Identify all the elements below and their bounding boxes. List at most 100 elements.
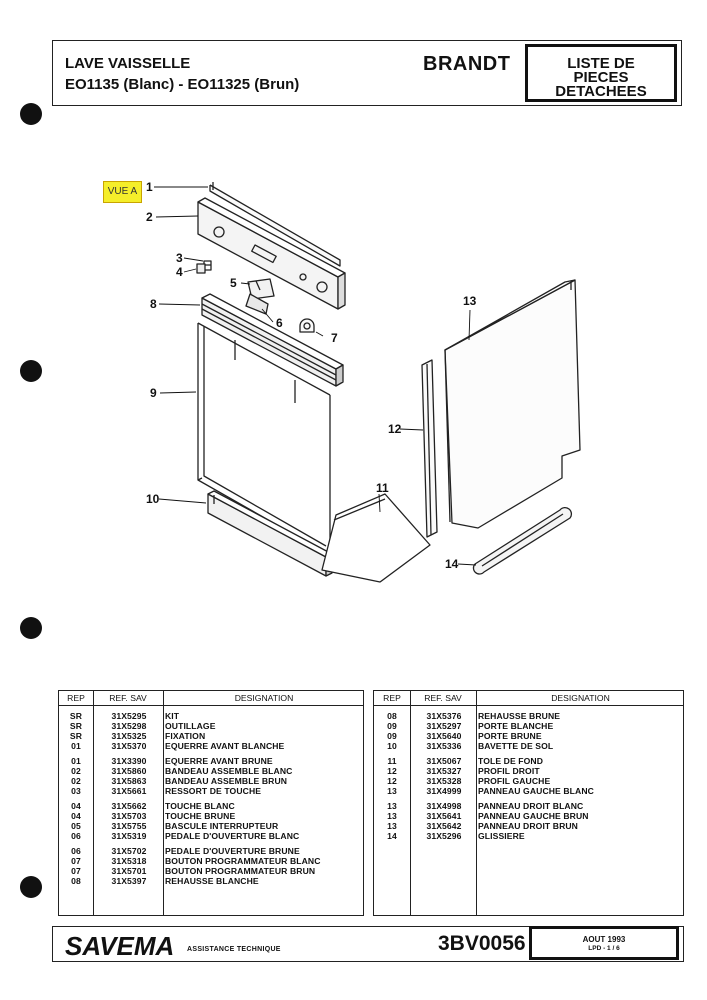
cell-designation: EQUERRE AVANT BRUNE bbox=[165, 756, 273, 766]
cell-designation: RESSORT DE TOUCHE bbox=[165, 786, 262, 796]
cell-designation: PORTE BRUNE bbox=[478, 731, 542, 741]
page-number: LPD - 1 / 6 bbox=[588, 945, 620, 952]
company-logo: SAVEMA bbox=[65, 931, 175, 961]
part-1-bracket bbox=[209, 182, 341, 267]
cell-designation: BOUTON PROGRAMMATEUR BLANC bbox=[165, 856, 321, 866]
part-number-label: 12 bbox=[388, 422, 402, 436]
part-number-label: 4 bbox=[176, 265, 183, 279]
doc-type-line: LISTE DE bbox=[567, 55, 635, 72]
cell-designation: BAVETTE DE SOL bbox=[478, 741, 554, 751]
document-code: 3BV0056 bbox=[438, 932, 526, 955]
cell-designation: TOUCHE BRUNE bbox=[165, 811, 236, 821]
cell-ref: 31X5860 bbox=[111, 766, 147, 776]
cell-ref: 31X5296 bbox=[426, 831, 462, 841]
cell-ref: 31X5318 bbox=[111, 856, 147, 866]
punch-hole bbox=[20, 876, 42, 898]
table-header: REP REF. SAV DESIGNATION bbox=[59, 691, 363, 706]
part-number-label: 9 bbox=[150, 386, 157, 400]
cell-ref: 31X5642 bbox=[426, 821, 462, 831]
cell-ref: 31X5328 bbox=[426, 776, 462, 786]
part-number-label: 1 bbox=[146, 180, 153, 194]
cell-ref: 31X5641 bbox=[426, 811, 462, 821]
cell-rep: 02 bbox=[71, 766, 81, 776]
cell-rep: 07 bbox=[71, 856, 81, 866]
part-number-label: 3 bbox=[176, 251, 183, 265]
col-header-designation: DESIGNATION bbox=[234, 693, 294, 703]
cell-ref: 31X3390 bbox=[111, 756, 147, 766]
cell-ref: 31X4998 bbox=[426, 801, 462, 811]
cell-rep: SR bbox=[69, 721, 83, 731]
part-2-control-panel bbox=[197, 197, 346, 310]
cell-designation: PROFIL DROIT bbox=[478, 766, 540, 776]
punch-hole bbox=[20, 617, 42, 639]
document-date: AOUT 1993 bbox=[582, 935, 626, 944]
cell-ref: 31X5327 bbox=[426, 766, 462, 776]
punch-hole bbox=[20, 360, 42, 382]
part-14-rail bbox=[472, 506, 573, 575]
cell-rep: 09 bbox=[387, 731, 397, 741]
cell-designation: TOUCHE BLANC bbox=[165, 801, 235, 811]
cell-ref: 31X5298 bbox=[111, 721, 147, 731]
part-10-kickplate bbox=[207, 490, 333, 577]
doc-type-line: PIECES bbox=[573, 69, 629, 86]
part-number-label: 14 bbox=[445, 557, 459, 571]
cell-rep: 12 bbox=[387, 766, 397, 776]
cell-ref: 31X4999 bbox=[426, 786, 462, 796]
cell-rep: 10 bbox=[387, 741, 397, 751]
col-header-ref: REF. SAV bbox=[424, 693, 462, 703]
product-type: LAVE VAISSELLE bbox=[65, 55, 191, 72]
doc-type-line: DETACHEES bbox=[555, 83, 647, 100]
cell-ref: 31X5067 bbox=[426, 756, 462, 766]
cell-rep: 13 bbox=[387, 821, 397, 831]
cell-ref: 31X5370 bbox=[111, 741, 147, 751]
cell-ref: 31X5662 bbox=[111, 801, 147, 811]
cell-designation: PANNEAU GAUCHE BRUN bbox=[478, 811, 589, 821]
cell-rep: 04 bbox=[71, 811, 81, 821]
cell-designation: BOUTON PROGRAMMATEUR BRUN bbox=[165, 866, 316, 876]
part-number-label: 8 bbox=[150, 297, 157, 311]
table-row: 14 31X5296 GLISSIERE bbox=[374, 831, 683, 841]
cell-rep: 08 bbox=[387, 711, 397, 721]
cell-rep: 14 bbox=[387, 831, 397, 841]
cell-rep: 01 bbox=[71, 756, 81, 766]
part-13-side-panel bbox=[444, 279, 581, 529]
cell-rep: 01 bbox=[71, 741, 81, 751]
model-numbers: EO1135 (Blanc) - EO11325 (Brun) bbox=[65, 76, 300, 93]
cell-ref: 31X5319 bbox=[111, 831, 147, 841]
cell-ref: 31X5701 bbox=[111, 866, 147, 876]
table-row: 13 31X5642 PANNEAU DROIT BRUN bbox=[374, 821, 683, 831]
cell-designation: FIXATION bbox=[165, 731, 206, 741]
cell-rep: 08 bbox=[71, 876, 81, 886]
cell-rep: 09 bbox=[387, 721, 397, 731]
cell-designation: PROFIL GAUCHE bbox=[478, 776, 551, 786]
cell-designation: KIT bbox=[165, 711, 180, 721]
cell-ref: 31X5397 bbox=[111, 876, 147, 886]
cell-ref: 31X5755 bbox=[111, 821, 147, 831]
page-footer: SAVEMA ASSISTANCE TECHNIQUE 3BV0056 AOUT… bbox=[52, 926, 684, 962]
cell-designation: TOLE DE FOND bbox=[478, 756, 544, 766]
cell-rep: 05 bbox=[71, 821, 81, 831]
part-number-label: 2 bbox=[146, 210, 153, 224]
header-title-block: LAVE VAISSELLE EO1135 (Blanc) - EO11325 … bbox=[65, 53, 299, 95]
cell-designation: PANNEAU DROIT BRUN bbox=[478, 821, 578, 831]
cell-ref: 31X5640 bbox=[426, 731, 462, 741]
table-row: 01 31X3390 EQUERRE AVANT BRUNE bbox=[59, 756, 363, 766]
part-number-label: 6 bbox=[276, 316, 283, 330]
cell-designation: EQUERRE AVANT BLANCHE bbox=[165, 741, 285, 751]
col-header-rep: REP bbox=[383, 693, 401, 703]
part-5-rocker bbox=[247, 278, 275, 300]
cell-designation: PEDALE D'OUVERTURE BLANC bbox=[165, 831, 300, 841]
cell-designation: PORTE BLANCHE bbox=[478, 721, 554, 731]
cell-designation: GLISSIERE bbox=[478, 831, 525, 841]
